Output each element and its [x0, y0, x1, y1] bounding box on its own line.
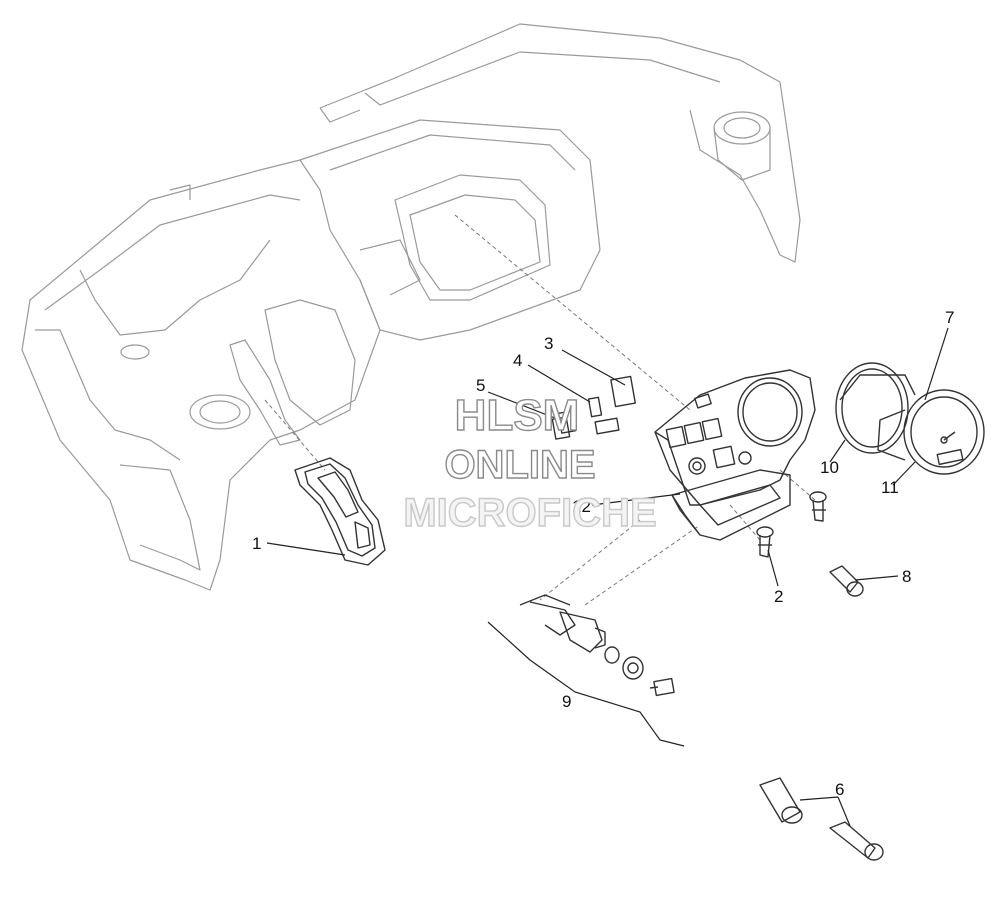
- callout-11: 11: [881, 478, 899, 497]
- switch-parts: [551, 375, 636, 440]
- socket-part: [829, 565, 864, 597]
- leader-lines: [266, 327, 949, 827]
- callout-8: 8: [902, 567, 911, 586]
- callout-7: 7: [945, 308, 954, 327]
- watermark-line-2: ONLINE: [444, 443, 595, 487]
- callout-2: 2: [774, 587, 783, 606]
- grab-handle-part: [294, 457, 386, 566]
- watermark-line-3: MICROFICHE: [403, 491, 656, 535]
- callout-labels: 1 2 3 4 5 6 7 8 9 10 11 12: [252, 308, 954, 799]
- dashboard-body: [21, 23, 801, 591]
- callout-9: 9: [562, 692, 571, 711]
- callout-4: 4: [513, 351, 522, 370]
- gauge-assembly: [835, 362, 985, 475]
- callout-5: 5: [476, 376, 485, 395]
- watermark-line-1: HLSM: [455, 391, 580, 440]
- instrument-panel: [654, 369, 816, 541]
- ignition-switch-part: [487, 594, 685, 747]
- callout-6: 6: [835, 780, 844, 799]
- callout-3: 3: [544, 334, 553, 353]
- assembly-lines: [264, 214, 816, 606]
- callout-10: 10: [820, 458, 839, 477]
- watermark: HLSM ONLINE MICROFICHE: [403, 390, 658, 535]
- power-socket-part: [759, 777, 884, 861]
- callout-1: 1: [252, 534, 261, 553]
- callout-12: 12: [572, 497, 591, 516]
- screw-parts: [756, 491, 827, 558]
